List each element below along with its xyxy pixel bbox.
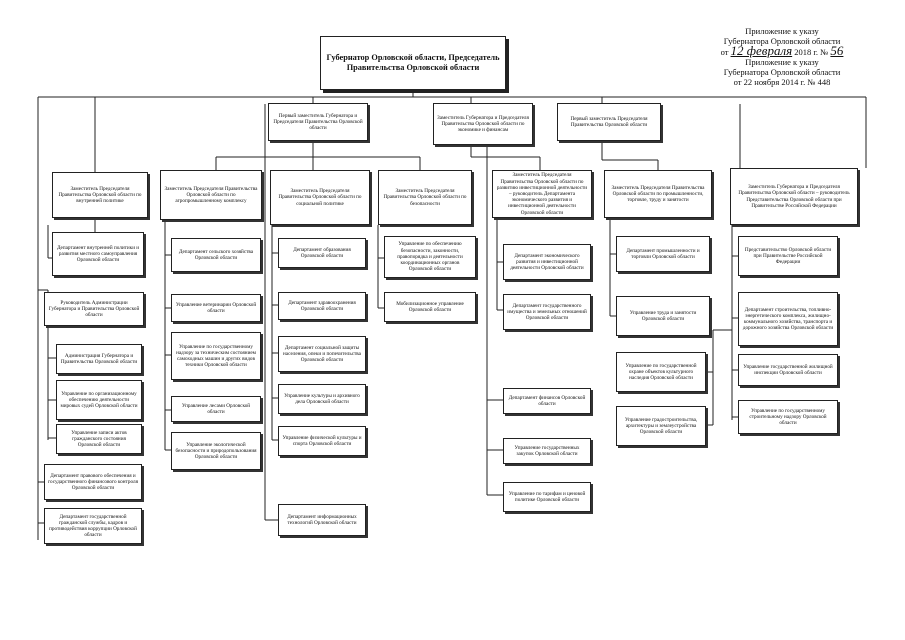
col1-admin-item-0: Администрация Губернатора и Правительств…: [56, 344, 142, 374]
col3-item-2: Департамент социальной защиты населения,…: [278, 336, 366, 372]
deputy-economy-box: Заместитель Губернатора и Председателя П…: [433, 103, 533, 145]
header-line-5: Губернатора Орловской области: [723, 67, 841, 77]
header-line-4: Приложение к указу: [745, 57, 819, 67]
col6-item-0: Департамент промышленности и торговли Ор…: [616, 236, 710, 272]
col1-head: Заместитель Председателя Правительства О…: [52, 172, 148, 218]
col7-item-2: Управление государственной жилищной инсп…: [738, 354, 838, 386]
decree-header: Приложение к указу Губернатора Орловской…: [672, 26, 892, 87]
col2-item-1: Управление ветеринарии Орловской области: [171, 294, 261, 322]
col5-item-1: Департамент государственного имущества и…: [503, 294, 591, 330]
col1-admin-item-2: Управление записи актов гражданского сос…: [56, 424, 142, 454]
col7-head: Заместитель Губернатора и Председателя П…: [730, 168, 858, 225]
header-line-3: от 12 февраля 2018 г. № 56: [720, 43, 844, 58]
col3-item-1: Департамент здравоохранения Орловской об…: [278, 292, 366, 320]
first-deputy-box-1: Первый заместитель Губернатора и Председ…: [268, 103, 368, 141]
col2-item-0: Департамент сельского хозяйства Орловско…: [171, 238, 261, 272]
col3-head: Заместитель Председателя Правительства О…: [270, 170, 370, 225]
header-line-1: Приложение к указу: [745, 26, 819, 36]
col4-item-0: Управление по обеспечению безопасности, …: [384, 236, 476, 278]
col6-item-2: Управление по государственной охране объ…: [616, 352, 706, 392]
col1-bottom-item-0: Департамент правового обеспечения и госу…: [44, 464, 142, 500]
col3-item-5: Департамент информационных технологий Ор…: [278, 504, 366, 536]
col6-head: Заместитель Председателя Правительства О…: [604, 170, 712, 218]
col7-item-1: Департамент строительства, топливно-энер…: [738, 292, 838, 346]
col3-item-3: Управление культуры и архивного дела Орл…: [278, 384, 366, 414]
col2-head: Заместитель Председателя Правительства О…: [160, 170, 262, 220]
col2-item-3: Управление лесами Орловской области: [171, 396, 261, 422]
col5-item-0: Департамент экономического развития и ин…: [503, 244, 591, 280]
header-line-2: Губернатора Орловской области: [723, 36, 841, 46]
col5-item-4: Управление по тарифам и ценовой политике…: [503, 482, 591, 512]
governor-box: Губернатор Орловской области, Председате…: [320, 36, 506, 90]
handwritten-number: 56: [830, 43, 844, 58]
col5-head: Заместитель Председателя Правительства О…: [492, 170, 592, 218]
col1-admin-head: Руководитель Администрации Губернатора и…: [44, 292, 144, 326]
col1-admin-item-1: Управление по организационному обеспечен…: [56, 380, 142, 420]
col5-item-3: Управление государственных закупок Орлов…: [503, 438, 591, 464]
col2-item-2: Управление по государственному надзору з…: [171, 332, 261, 380]
col3-item-0: Департамент образования Орловской област…: [278, 238, 366, 268]
col5-item-2: Департамент финансов Орловской области: [503, 388, 591, 414]
col6-item-1: Управление труда и занятости Орловской о…: [616, 296, 710, 336]
col3-item-4: Управление физической культуры и спорта …: [278, 426, 366, 456]
header-line-6: от 22 ноября 2014 г. № 448: [733, 77, 831, 87]
col1-item-0: Департамент внутренней политики и развит…: [52, 232, 144, 276]
col1-bottom-item-1: Департамент государственной гражданской …: [44, 508, 142, 544]
col4-item-1: Мобилизационное управление Орловской обл…: [384, 292, 476, 322]
col4-head: Заместитель Председателя Правительства О…: [378, 170, 472, 225]
handwritten-date: 12 февраля: [730, 43, 793, 58]
col7-item-3: Управление по государственному строитель…: [738, 400, 838, 434]
first-deputy-box-2: Первый заместитель Председателя Правител…: [557, 103, 661, 141]
col2-item-4: Управление экологической безопасности и …: [171, 432, 261, 470]
col7-item-0: Представительство Орловской области при …: [738, 236, 838, 276]
col6-item-3: Управление градостроительства, архитекту…: [616, 406, 706, 446]
